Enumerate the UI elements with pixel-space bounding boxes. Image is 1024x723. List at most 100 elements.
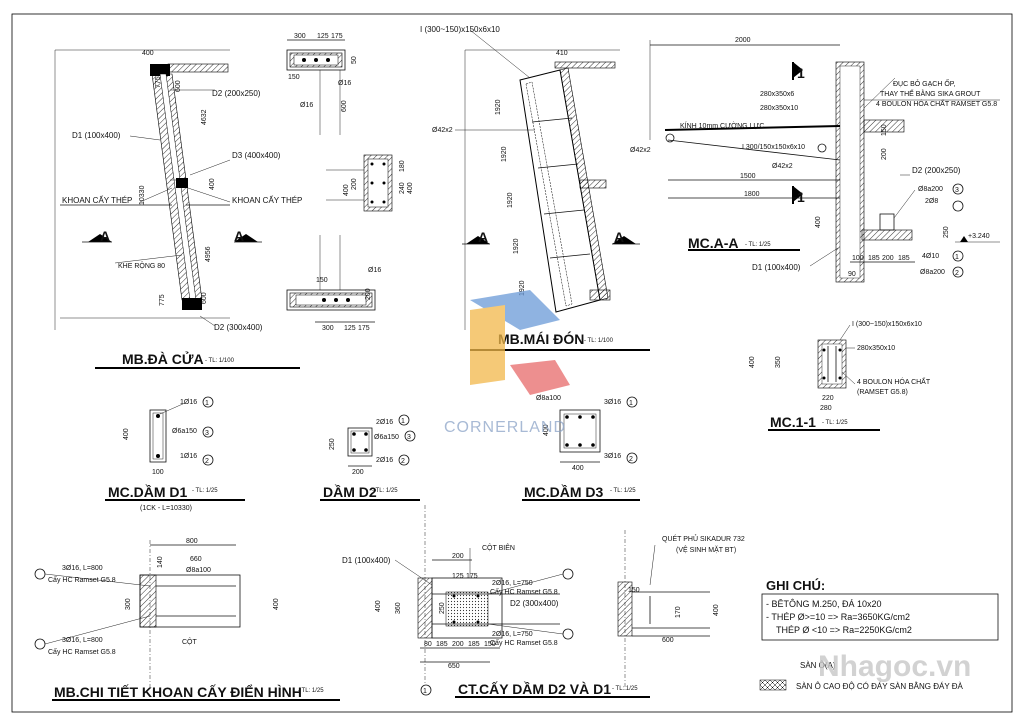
plate-280x350x6: 280x350x6 xyxy=(760,91,794,98)
d2-rebar-id-2: 2 xyxy=(401,458,405,465)
ct-dim-140: 140 xyxy=(157,556,164,568)
phi16-bottom: Ø16 xyxy=(368,267,381,274)
watermark-site: Nhagoc.vn xyxy=(818,650,971,683)
label-d1-100x400: D1 (100x400) xyxy=(72,131,121,140)
dim-400-d3b: 400 xyxy=(407,182,414,194)
ct2-dim-250: 250 xyxy=(439,602,446,614)
notes-line-1: - BÊTÔNG M.250, ĐÁ 10x20 xyxy=(766,599,882,609)
ct-rebar-2-note: Cấy HC Ramset G5.8 xyxy=(48,647,116,656)
ct2-dim-650: 650 xyxy=(448,663,460,670)
sikadur-detail: QUÉT PHỦ SIKADUR 732 (VỆ SINH MẶT BT) 15… xyxy=(617,530,745,690)
rebar-8a200-3: Ø8a200 xyxy=(918,186,943,193)
section-small-top: 300 125 175 50 150 Ø16 Ø16 600 xyxy=(286,33,358,135)
ct-stirrup: Ø8a100 xyxy=(186,567,211,574)
sika-dim-170: 170 xyxy=(675,606,682,618)
d1-rebar-top: 1Ø16 xyxy=(180,399,197,406)
dim-1920-e: 1920 xyxy=(519,280,526,296)
note-sika-grout: THAY THẾ BẰNG SIKA GROUT xyxy=(880,88,981,98)
dim-4632: 4632 xyxy=(201,109,208,125)
scale-mc-dam-d3: - TL: 1/25 xyxy=(610,488,636,494)
ct-rebar-1: 3Ø16, L=800 xyxy=(62,565,103,572)
label-beam: I 300/150x150x6x10 xyxy=(742,144,805,151)
ct-dim-660: 660 xyxy=(190,556,202,563)
scale-mb-chi-tiet: - TL: 1/25 xyxy=(298,688,324,694)
ct-rebar-2: 3Ø16, L=800 xyxy=(62,637,103,644)
ct2-dim-185a: 185 xyxy=(436,641,448,648)
label-glass: KÍNH 10mm CƯỜNG LỰC xyxy=(680,121,764,130)
dim-400: 400 xyxy=(142,50,154,57)
d3-dim-400-v: 400 xyxy=(543,424,550,436)
dim-300-top: 300 xyxy=(294,33,306,40)
dim-775-top: 775 xyxy=(155,76,162,88)
dim-1920-a: 1920 xyxy=(495,99,502,115)
dim-185-a: 185 xyxy=(868,255,880,262)
mc-aa-section: 2000 1 1 280x350x6 280x350x10 KÍNH 10mm … xyxy=(630,37,1000,283)
d1-rebar-id-1: 1 xyxy=(205,400,209,407)
note-duc-bo: ĐỤC BỎ GẠCH ỐP, xyxy=(893,78,956,88)
legend-hatch-swatch xyxy=(759,679,787,691)
dim-150-top: 150 xyxy=(288,74,300,81)
ct2-dim-200b: 200 xyxy=(452,641,464,648)
ct2-dim-200: 200 xyxy=(452,553,464,560)
title-mc-aa: MC.A-A xyxy=(688,235,739,251)
dim-400-d3a: 400 xyxy=(343,184,350,196)
section-a-marker-left: A xyxy=(100,228,110,244)
dim-600-bottom: 600 xyxy=(201,292,208,304)
d2-rebar-bottom: 2Ø16 xyxy=(376,457,393,464)
dim-100-aa: 100 xyxy=(852,255,864,262)
d2-rebar-id-1: 1 xyxy=(401,418,405,425)
d3-dim-400-h: 400 xyxy=(572,465,584,472)
sika-dim-600: 600 xyxy=(662,637,674,644)
dim-1920-d: 1920 xyxy=(513,238,520,254)
ct2-rebar-1: 2Ø16, L=750 xyxy=(492,580,533,587)
notes-line-2: - THÉP Ø>=10 => Ra=3650KG/cm2 xyxy=(766,612,910,622)
title-mb-mai-don: MB.MÁI ĐÓN xyxy=(498,330,584,347)
dim-90: 90 xyxy=(848,271,856,278)
dim-150-v: 150 xyxy=(881,124,888,136)
ct-dim-300: 300 xyxy=(125,598,132,610)
dim-410: 410 xyxy=(556,50,568,57)
rebar-id-3: 3 xyxy=(955,187,959,194)
mb-chi-tiet-khoan-cay: 800 660 Ø8a100 140 300 400 3Ø16, L=800 C… xyxy=(34,538,340,701)
mc-dam-d3: Ø8a100 3Ø16 1 3Ø16 2 400 400 MC.DẦM D3 -… xyxy=(522,395,640,501)
label-khoan-right: KHOAN CẤY THÉP xyxy=(232,195,302,205)
dim-200-v: 200 xyxy=(881,148,888,160)
label-d3-400x400: D3 (400x400) xyxy=(232,151,281,160)
label-plate-11: 280x350x10 xyxy=(857,345,895,352)
label-d2-200x250: D2 (200x250) xyxy=(212,89,261,98)
scale-mc-aa: - TL: 1/25 xyxy=(745,242,771,248)
d2-rebar-id-3: 3 xyxy=(407,434,411,441)
label-d2-300x400: D2 (300x400) xyxy=(214,323,263,332)
rebar-id-2: 2 xyxy=(955,270,959,277)
phi16-label-a: Ø16 xyxy=(338,80,351,87)
dim-280-11: 280 xyxy=(820,405,832,412)
notes-block: GHI CHÚ: - BÊTÔNG M.250, ĐÁ 10x20 - THÉP… xyxy=(759,578,999,691)
dim-220-11: 220 xyxy=(822,395,834,402)
rebar-4phi10: 4Ø10 xyxy=(922,253,939,260)
label-pipe-a: Ø42x2 xyxy=(630,147,651,154)
ct2-cot-bien: CỘT BIÊN xyxy=(482,543,515,552)
title-ct-cay-dam: CT.CẤY DẦM D2 VÀ D1 xyxy=(458,681,611,697)
dim-125-bottom: 125 xyxy=(344,325,356,332)
section-a-mai-don-left: A xyxy=(478,229,488,245)
ct2-dim-185b: 185 xyxy=(468,641,480,648)
logo-yellow-shape xyxy=(470,305,505,385)
logo-red-shape xyxy=(510,360,570,395)
d1-rebar-bottom: 1Ø16 xyxy=(180,453,197,460)
rebar-2phi8: 2Ø8 xyxy=(925,198,938,205)
dim-775-bottom: 775 xyxy=(159,294,166,306)
ct2-rebar-2-note: Cấy HC Ramset G5.8 xyxy=(490,638,558,647)
title-mb-chi-tiet: MB.CHI TIẾT KHOAN CẤY ĐIỂN HÌNH xyxy=(54,683,302,700)
dam-d2: 2Ø16 1 Ø6a150 3 2Ø16 2 250 200 DẦM D2 - … xyxy=(320,414,420,501)
section-1-top: 1 xyxy=(797,65,805,81)
ct2-dim-360: 360 xyxy=(395,602,402,614)
dim-180-d3: 180 xyxy=(399,160,406,172)
plate-280x350x10: 280x350x10 xyxy=(760,105,798,112)
dim-200-aa: 200 xyxy=(882,255,894,262)
label-boulon-11: 4 BOULON HÓA CHẤT xyxy=(857,376,931,386)
sika-dim-400: 400 xyxy=(713,604,720,616)
title-mc-dam-d3: MC.DẦM D3 xyxy=(524,484,604,500)
section-small-bottom: 150 Ø16 200 300 125 175 xyxy=(286,235,381,332)
sika-note-2: (VỆ SINH MẶT BT) xyxy=(676,545,736,554)
